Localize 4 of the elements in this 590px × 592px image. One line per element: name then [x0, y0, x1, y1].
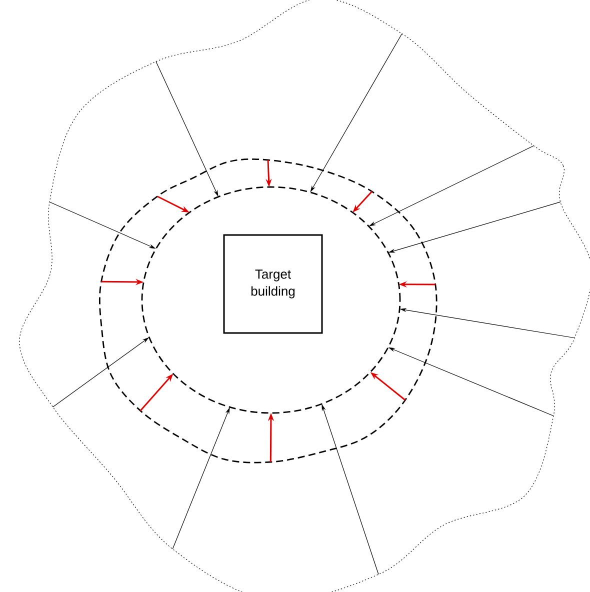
building-box: Target building: [223, 234, 323, 334]
dotted-boundary: [19, 0, 590, 592]
dashed-boundary: [98, 158, 438, 464]
dashed-circle: [141, 186, 401, 414]
